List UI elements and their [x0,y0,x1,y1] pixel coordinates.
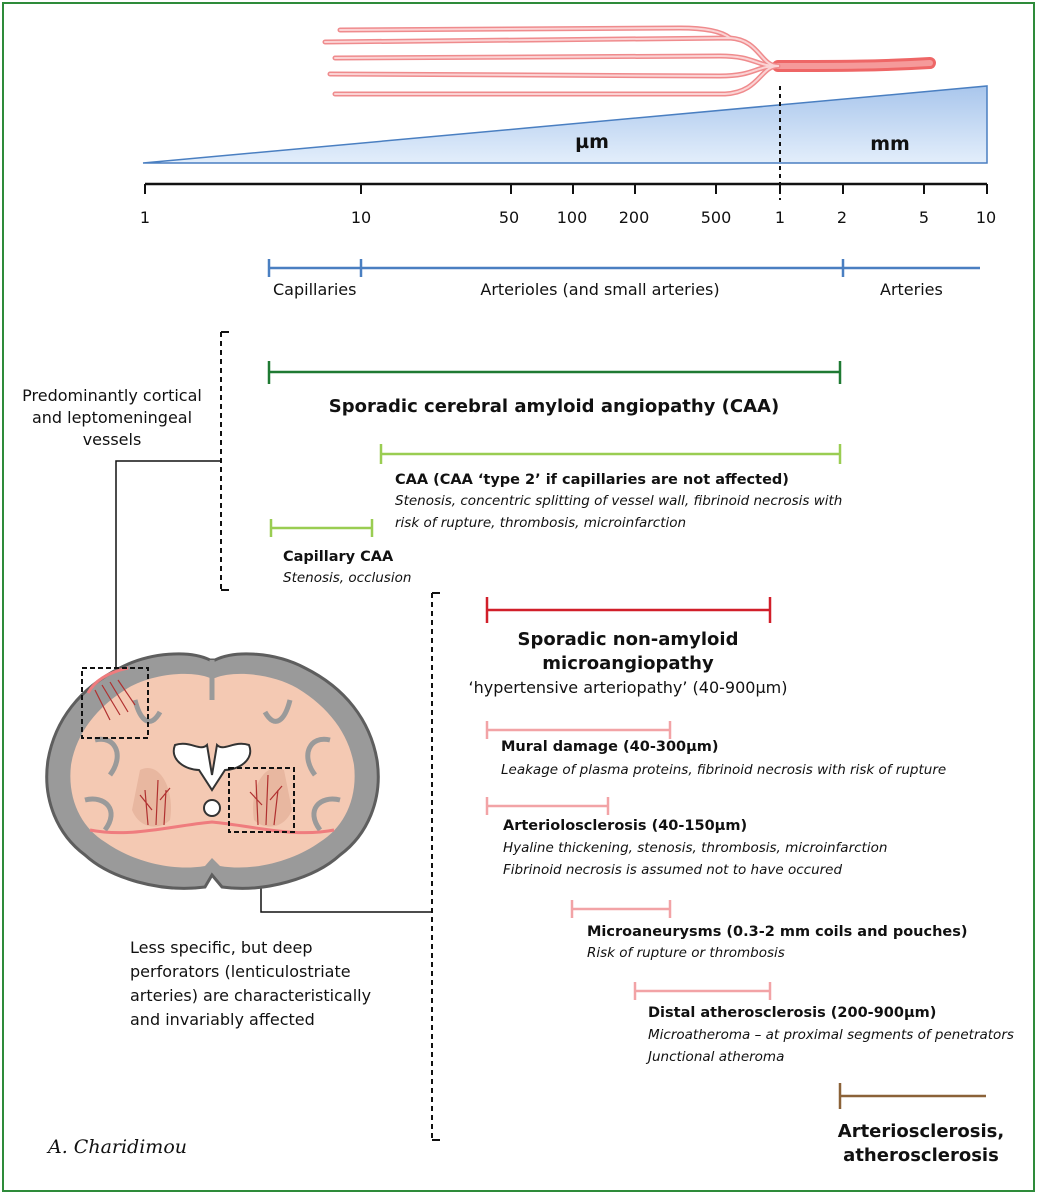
tick-label: 50 [498,208,520,227]
cortical-connector-line [115,460,221,668]
capillaries-label: Capillaries [273,280,357,299]
non-amyloid-title: Sporadic non-amyloid microangiopathy [517,629,739,674]
tick-label: 100 [556,208,588,227]
tick-label: 10 [975,208,997,227]
microaneurysms-description: Risk of rupture or thrombosis [587,945,785,961]
tick-label: 10 [350,208,372,227]
caa-type2-description: Stenosis, concentric splitting of vessel… [395,493,843,531]
cortical-vessels-note: Predominantly cortical and leptomeningea… [22,386,202,449]
caa-range-bar [267,361,842,384]
arteriolosclerosis-description: Hyaline thickening, stenosis, thrombosis… [503,840,888,878]
capillary-caa-title: Capillary CAA [283,549,394,565]
caa-title: Sporadic cerebral amyloid angiopathy (CA… [328,396,780,417]
non-amyloid-subtitle: ‘hypertensive arteriopathy’ (40-900µm) [468,678,788,697]
author-signature: A. Charidimou [48,1136,187,1158]
tick-label: 5 [918,208,930,227]
mural-damage-range-bar [485,721,672,739]
capillary-caa-range-bar [269,519,374,537]
distal-atherosclerosis-description: Microatheroma – at proximal segments of … [648,1027,1014,1065]
arteriolosclerosis-range-bar [485,797,610,815]
non-amyloid-range-bar [485,597,772,623]
tick-label: 2 [836,208,848,227]
scale-axis [144,182,988,194]
distal-atherosclerosis-range-bar [633,982,772,1000]
vessel-category-bar [267,259,980,277]
tick-label: 1 [139,208,151,227]
capillary-caa-description: Stenosis, occlusion [283,570,412,586]
arteries-label: Arteries [880,280,943,299]
distal-atherosclerosis-title: Distal atherosclerosis (200-900µm) [648,1005,937,1021]
unit-label-mm: mm [870,133,910,155]
tick-label: 500 [700,208,732,227]
tick-label: 200 [618,208,650,227]
caa-type2-title: CAA (CAA ‘type 2’ if capillaries are not… [395,472,789,488]
tick-label: 1 [774,208,786,227]
size-wedge [142,85,988,164]
microaneurysms-title: Microaneurysms (0.3-2 mm coils and pouch… [587,924,968,940]
deep-perforators-note: Less specific, but deep perforators (len… [130,938,372,1029]
mural-damage-title: Mural damage (40-300µm) [501,739,719,755]
caa-type2-range-bar [379,444,842,464]
arterioles-label: Arterioles (and small arteries) [480,280,720,299]
vessel-tree-illustration [322,25,936,97]
arteriolosclerosis-title: Arteriolosclerosis (40-150µm) [503,818,748,834]
non-amyloid-bracket [431,592,440,1141]
brain-coronal-section [45,652,380,890]
mural-damage-description: Leakage of plasma proteins, fibrinoid ne… [501,762,947,778]
caa-bracket [220,331,229,591]
unit-label-um: µm [575,131,609,153]
arteriosclerosis-range-bar [838,1083,986,1109]
microaneurysms-range-bar [570,900,672,918]
arteriosclerosis-title: Arteriosclerosis, atherosclerosis [837,1121,1005,1166]
